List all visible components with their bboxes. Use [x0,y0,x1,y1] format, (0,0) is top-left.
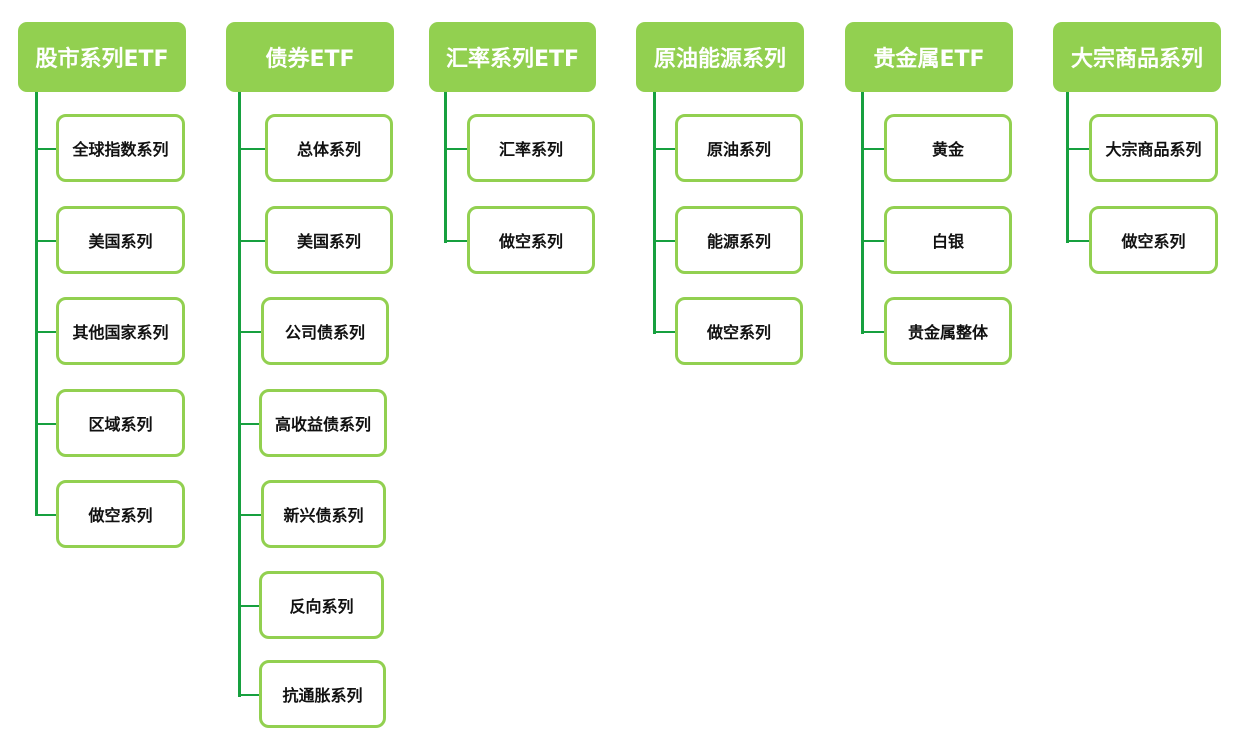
sub-item-node[interactable]: 其他国家系列 [56,297,185,365]
category-header[interactable]: 汇率系列ETF [429,22,596,92]
sub-item-node[interactable]: 原油系列 [675,114,803,182]
connector-tick [861,148,885,150]
connector-tick [238,423,260,425]
connector-tick [238,331,262,333]
sub-item-node[interactable]: 高收益债系列 [259,389,387,457]
connector-tick [444,240,468,242]
sub-item-node[interactable]: 美国系列 [56,206,185,274]
connector-line [1066,92,1069,243]
sub-item-node[interactable]: 白银 [884,206,1012,274]
connector-tick [238,148,266,150]
connector-tick [35,240,58,242]
connector-tick [653,148,677,150]
sub-item-node[interactable]: 黄金 [884,114,1012,182]
sub-item-node[interactable]: 大宗商品系列 [1089,114,1218,182]
category-header[interactable]: 贵金属ETF [845,22,1013,92]
sub-item-node[interactable]: 反向系列 [259,571,384,639]
connector-tick [861,240,885,242]
category-header[interactable]: 原油能源系列 [636,22,804,92]
sub-item-node[interactable]: 做空系列 [675,297,803,365]
connector-line [238,92,241,697]
connector-tick [653,240,677,242]
sub-item-node[interactable]: 做空系列 [467,206,595,274]
sub-item-node[interactable]: 能源系列 [675,206,803,274]
sub-item-node[interactable]: 汇率系列 [467,114,595,182]
sub-item-node[interactable]: 总体系列 [265,114,393,182]
sub-item-node[interactable]: 区域系列 [56,389,185,457]
sub-item-node[interactable]: 美国系列 [265,206,393,274]
connector-line [35,92,38,515]
connector-tick [35,331,58,333]
category-header[interactable]: 股市系列ETF [18,22,186,92]
connector-tick [861,331,885,333]
sub-item-node[interactable]: 做空系列 [56,480,185,548]
connector-tick [444,148,468,150]
connector-line [444,92,447,243]
connector-tick [238,240,266,242]
sub-item-node[interactable]: 新兴债系列 [261,480,386,548]
connector-line [861,92,864,334]
connector-tick [1066,240,1091,242]
sub-item-node[interactable]: 全球指数系列 [56,114,185,182]
sub-item-node[interactable]: 抗通胀系列 [259,660,386,728]
connector-line [653,92,656,334]
connector-tick [35,423,58,425]
sub-item-node[interactable]: 贵金属整体 [884,297,1012,365]
connector-tick [238,514,262,516]
sub-item-node[interactable]: 公司债系列 [261,297,389,365]
connector-tick [238,694,262,696]
connector-tick [35,514,58,516]
category-header[interactable]: 债券ETF [226,22,394,92]
category-header[interactable]: 大宗商品系列 [1053,22,1221,92]
sub-item-node[interactable]: 做空系列 [1089,206,1218,274]
connector-tick [35,148,58,150]
connector-tick [1066,148,1091,150]
connector-tick [238,605,262,607]
connector-tick [653,331,677,333]
